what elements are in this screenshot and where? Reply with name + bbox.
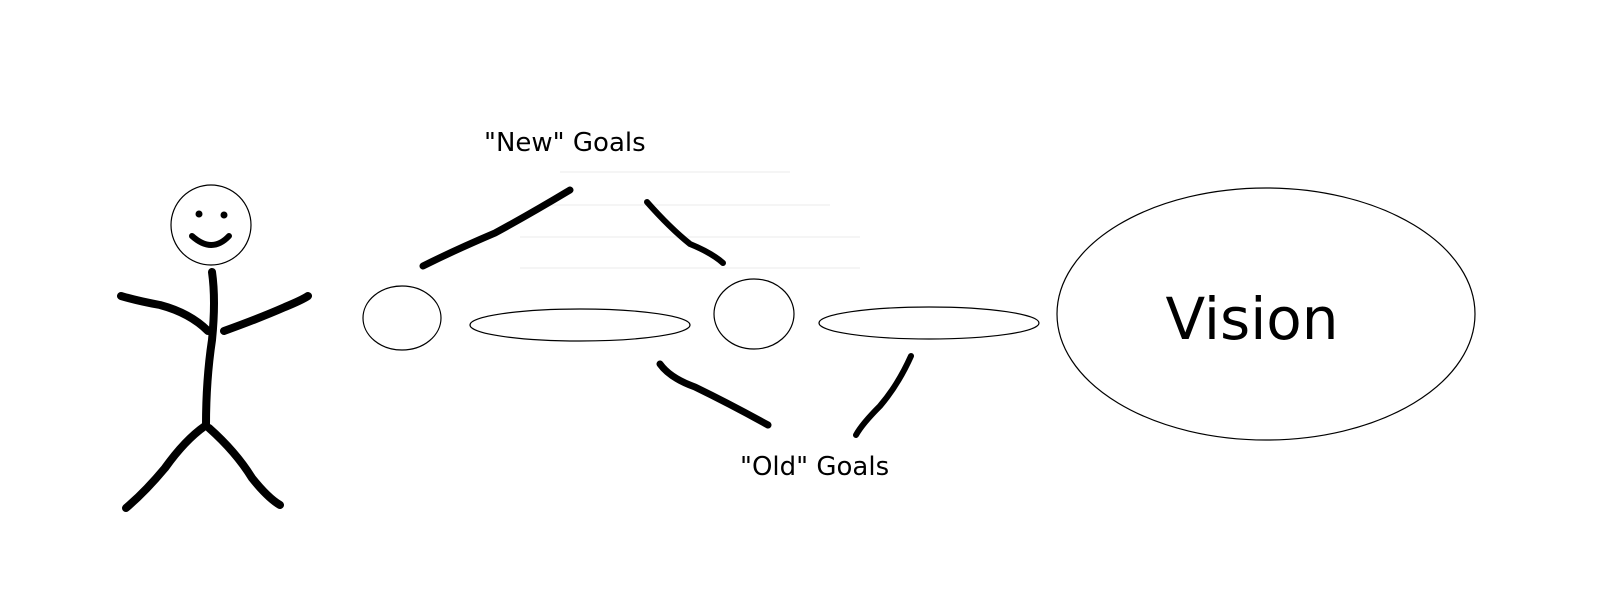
figure-left-eye [196,211,203,218]
faint-guide-lines [520,172,860,268]
figure-left-leg [126,426,205,508]
figure-head [171,185,251,265]
figure-right-leg [209,428,280,505]
new-goals-pointer-left [423,190,570,266]
vision-label: Vision [1165,285,1338,353]
new-goal-circle-1 [363,286,441,350]
figure-smile [192,236,229,245]
old-goals-label: "Old" Goals [740,452,889,482]
figure-body [206,272,214,425]
old-goal-ellipse-1 [470,309,690,341]
new-goals-label: "New" Goals [484,128,646,158]
old-goals-pointer-left [660,364,768,425]
stick-figure-icon [121,185,308,508]
figure-right-eye [221,212,228,219]
figure-right-arm [224,296,308,331]
figure-left-arm [121,296,208,331]
old-goals-pointer-right [856,356,911,435]
old-goal-ellipse-2 [819,307,1039,339]
new-goals-pointer-right [647,202,723,263]
new-goal-circle-2 [714,279,794,349]
